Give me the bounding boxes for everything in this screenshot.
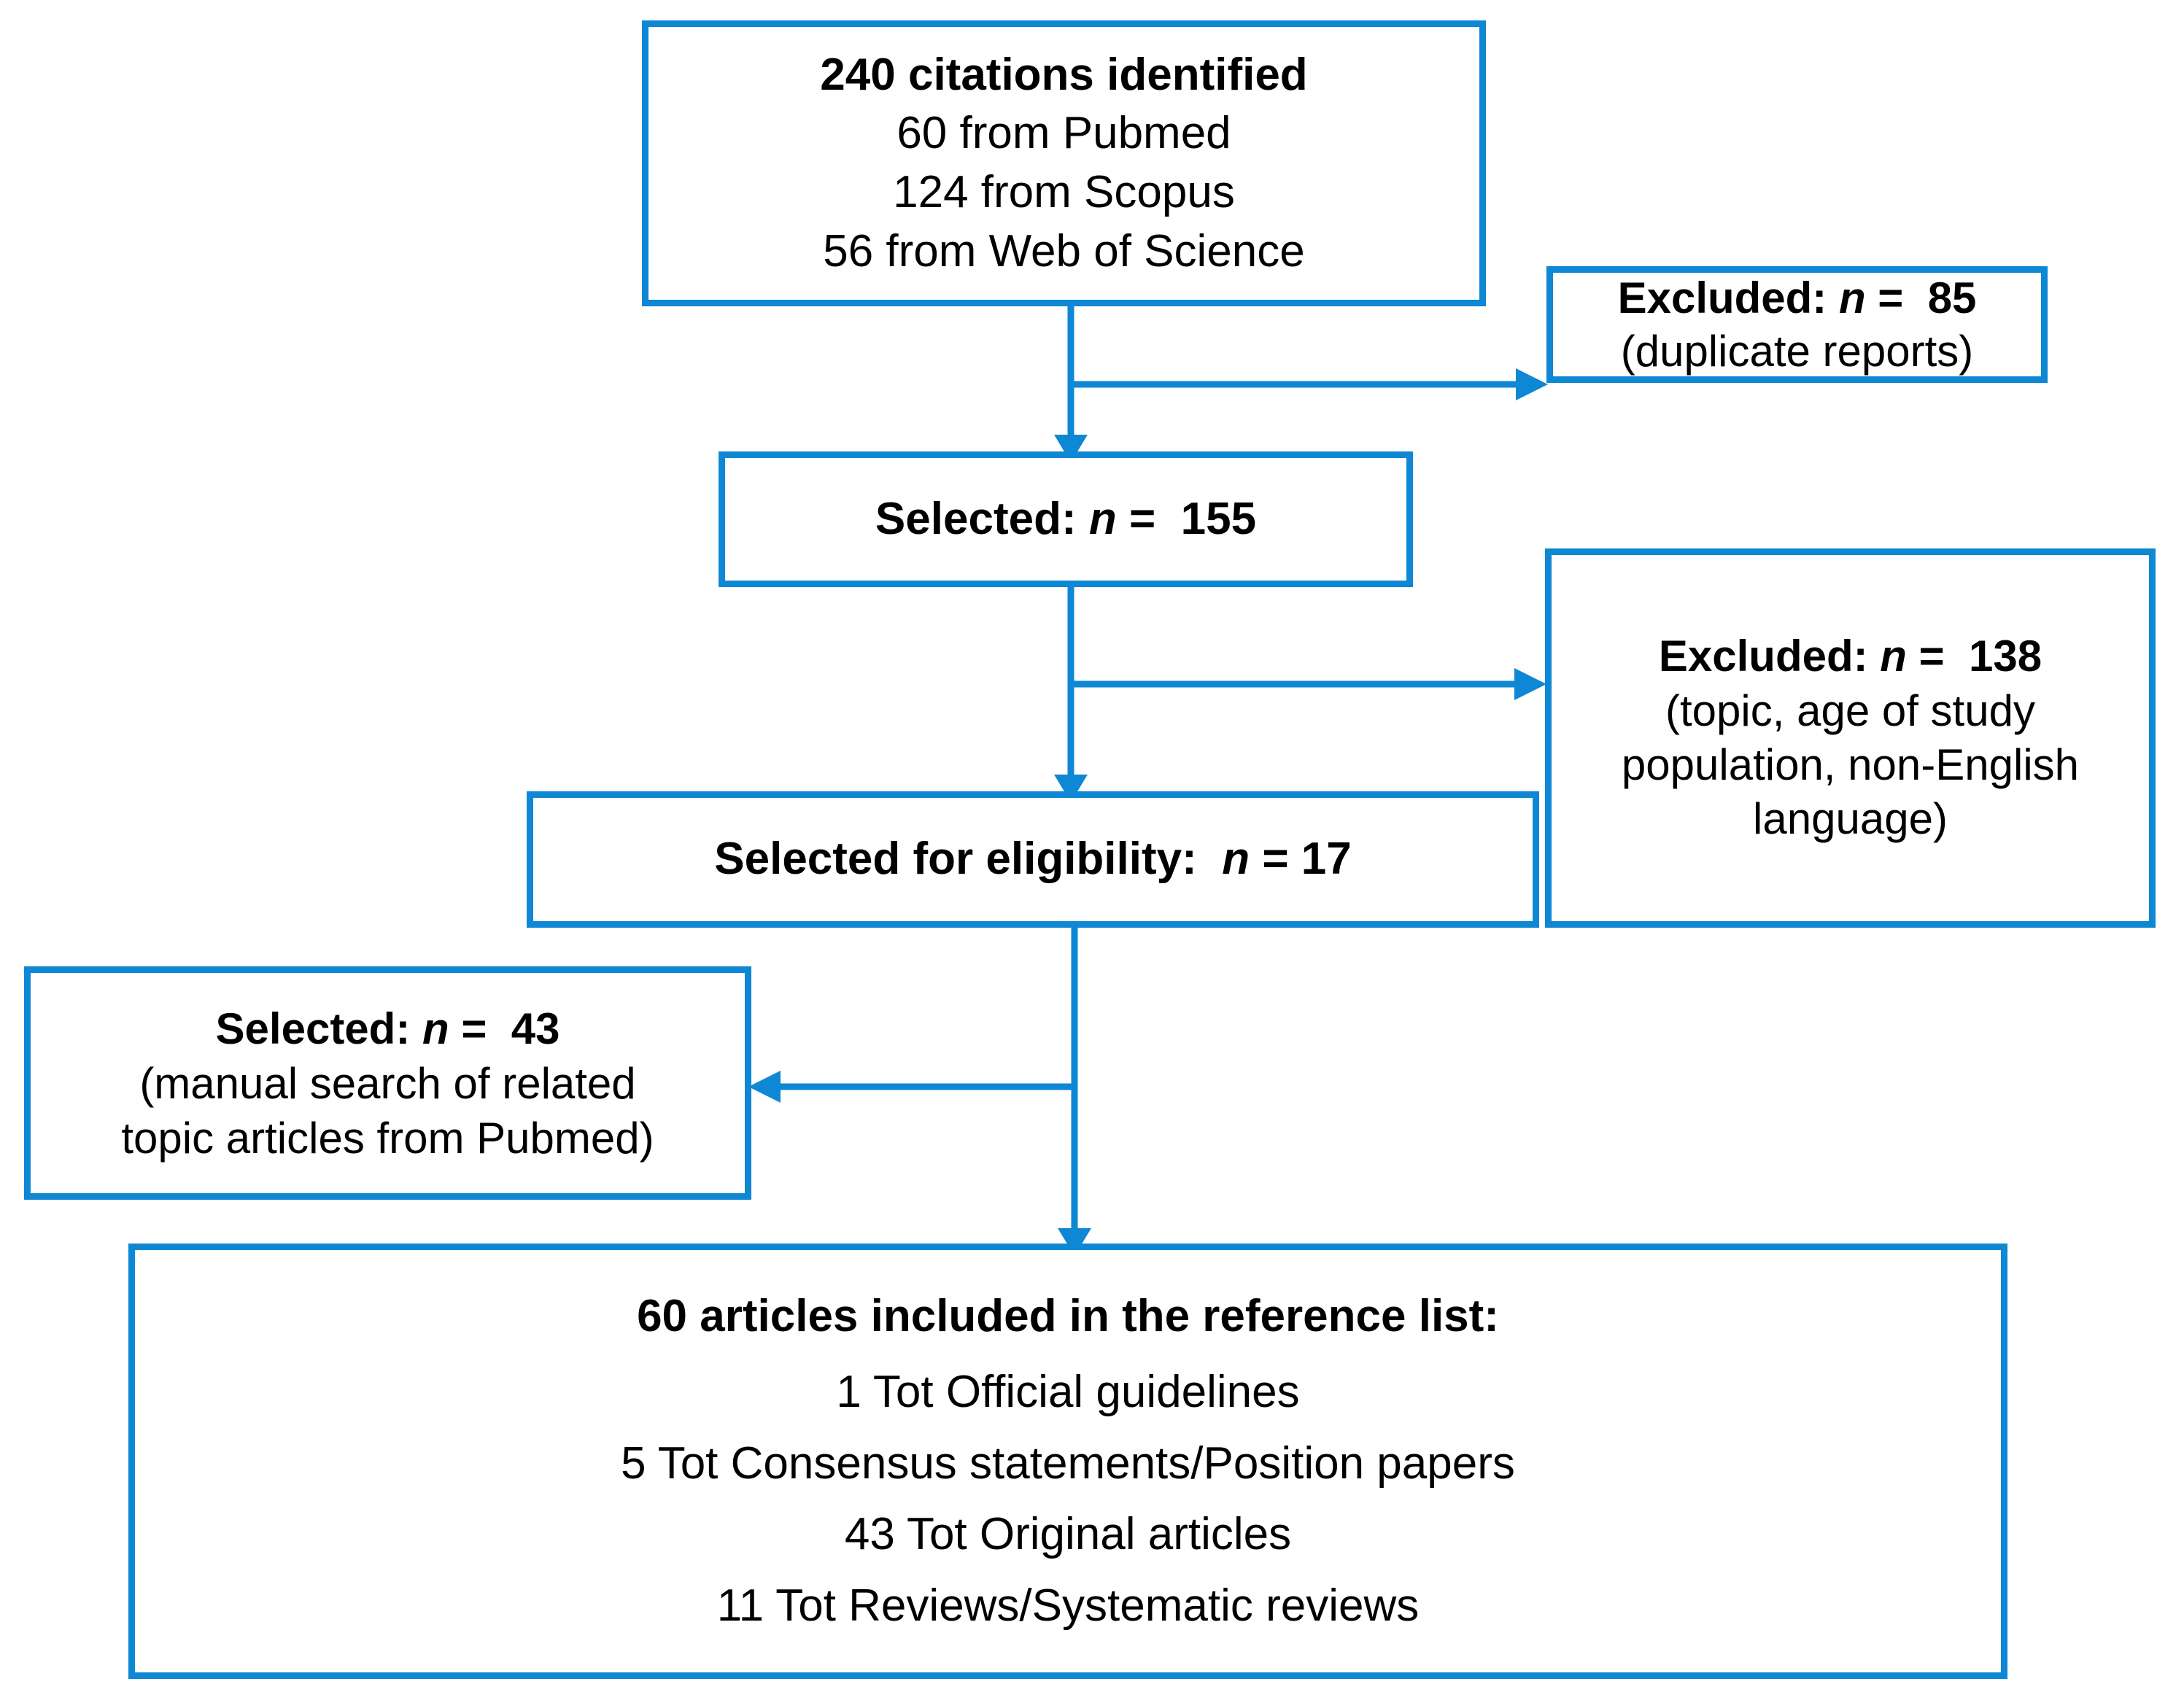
included-original-articles: 43 Tot Original articles	[844, 1509, 1292, 1560]
citations-source-scopus: 124 from Scopus	[893, 167, 1235, 217]
selected-43-reason-line-1: (manual search of related	[139, 1058, 636, 1108]
included-title: 60 articles included in the reference li…	[637, 1290, 1499, 1341]
eligibility-equals: =	[1262, 834, 1289, 885]
excluded-criteria-equals: =	[1918, 632, 1945, 681]
selected-43-equals: =	[461, 1004, 487, 1053]
arrow-eligibility-to-selected43	[748, 1071, 1074, 1103]
selected-43-reason-line-2: topic articles from Pubmed)	[121, 1113, 654, 1163]
arrow-identified-to-excluded85	[1071, 368, 1548, 400]
eligibility-label: Selected for eligibility:	[714, 834, 1197, 885]
box-citations-identified: 240 citations identified 60 from Pubmed …	[642, 20, 1486, 306]
excluded-criteria-count-line: Excluded: n = 138	[1659, 629, 2042, 683]
arrow-eligibility-to-included	[1058, 928, 1091, 1256]
excluded-duplicates-label: Excluded:	[1617, 273, 1827, 322]
arrow-selected155-to-excluded138	[1071, 668, 1546, 700]
eligibility-n-symbol: n	[1222, 834, 1250, 885]
citations-source-pubmed: 60 from Pubmed	[897, 108, 1231, 159]
citations-source-web-of-science: 56 from Web of Science	[823, 225, 1305, 276]
excluded-criteria-count: 138	[1969, 632, 2042, 681]
selected-155-equals: =	[1128, 493, 1156, 544]
included-consensus-statements: 5 Tot Consensus statements/Position pape…	[621, 1438, 1515, 1489]
excluded-duplicates-count-line: Excluded: n = 85	[1618, 271, 1977, 325]
included-reviews: 11 Tot Reviews/Systematic reviews	[716, 1580, 1420, 1632]
excluded-criteria-n-symbol: n	[1880, 632, 1907, 681]
box-selected-manual-search: Selected: n = 43 (manual search of relat…	[24, 966, 751, 1200]
selected-43-n-symbol: n	[422, 1004, 449, 1053]
box-articles-included: 60 articles included in the reference li…	[128, 1244, 2007, 1679]
arrow-selected155-to-eligibility	[1054, 587, 1088, 802]
selected-43-label: Selected:	[215, 1004, 411, 1053]
excluded-duplicates-n-symbol: n	[1838, 273, 1866, 322]
excluded-criteria-reason: (topic, age of study population, non-Eng…	[1621, 686, 2080, 844]
excluded-duplicates-equals: =	[1878, 273, 1904, 322]
selected-43-count-line: Selected: n = 43	[216, 1001, 560, 1056]
selected-43-count: 43	[511, 1004, 560, 1053]
box-selected-155: Selected: n = 155	[719, 451, 1413, 587]
excluded-duplicates-reason: (duplicate reports)	[1620, 327, 1974, 376]
selected-155-n-symbol: n	[1088, 493, 1117, 544]
box-selected-for-eligibility: Selected for eligibility: n = 17	[527, 791, 1539, 928]
selected-155-count: 155	[1180, 493, 1257, 544]
eligibility-line: Selected for eligibility: n = 17	[714, 830, 1351, 889]
box-excluded-duplicates: Excluded: n = 85 (duplicate reports)	[1546, 266, 2048, 383]
excluded-duplicates-count: 85	[1927, 273, 1977, 322]
arrow-identified-to-selected155	[1054, 306, 1088, 462]
eligibility-count: 17	[1301, 834, 1352, 885]
box-excluded-criteria: Excluded: n = 138 (topic, age of study p…	[1545, 548, 2156, 928]
selected-155-label: Selected:	[875, 493, 1077, 544]
citations-identified-title: 240 citations identified	[820, 49, 1308, 100]
excluded-criteria-label: Excluded:	[1658, 632, 1868, 681]
included-official-guidelines: 1 Tot Official guidelines	[836, 1366, 1300, 1417]
selected-155-line: Selected: n = 155	[875, 490, 1256, 549]
